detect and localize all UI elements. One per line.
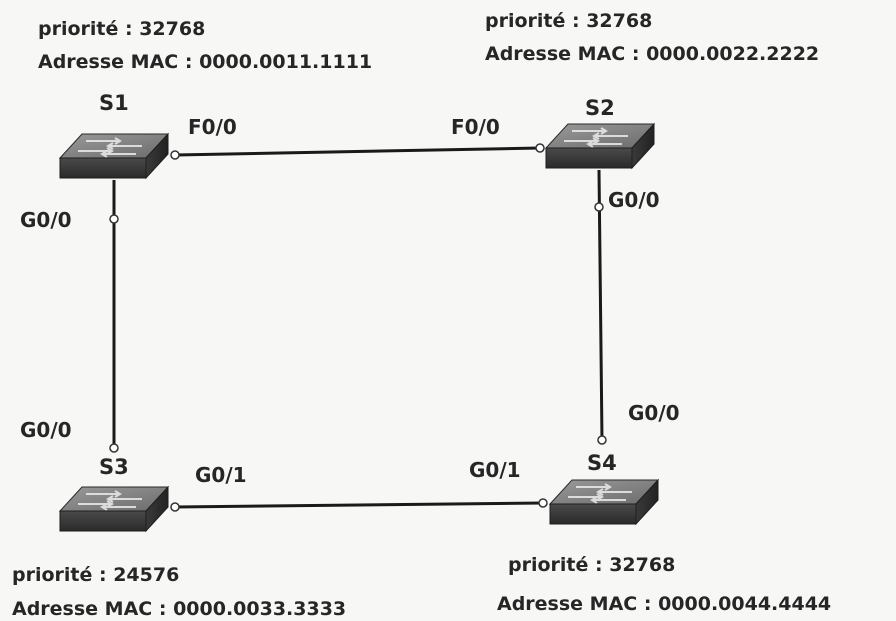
connector-s3-g00 xyxy=(109,443,119,453)
s3-name: S3 xyxy=(99,455,129,479)
port-label-s4-g00: G0/0 xyxy=(628,401,680,425)
s4-name: S4 xyxy=(587,451,617,475)
port-label-s1-g00: G0/0 xyxy=(20,208,72,232)
port-label-s3-g00: G0/0 xyxy=(20,418,72,442)
connector-s4-g01 xyxy=(538,498,548,508)
port-label-s1-f00: F0/0 xyxy=(188,115,237,139)
port-connectors xyxy=(109,143,607,512)
port-label-s2-g00: G0/0 xyxy=(608,188,660,212)
connector-s3-g01 xyxy=(170,502,180,512)
switch-s1[interactable] xyxy=(59,133,169,179)
link-s2-s4 xyxy=(597,169,604,441)
s1-name: S1 xyxy=(99,91,129,115)
switch-s3[interactable] xyxy=(59,486,169,532)
s4-mac-address: Adresse MAC : 0000.0044.4444 xyxy=(497,593,832,615)
s1-mac-address: Adresse MAC : 0000.0011.1111 xyxy=(38,51,373,73)
link-s3-s4 xyxy=(174,501,544,509)
link-s1-s2 xyxy=(174,146,541,157)
s2-name: S2 xyxy=(585,96,615,120)
port-label-s2-f00: F0/0 xyxy=(451,115,500,139)
switch-s4[interactable] xyxy=(549,479,659,525)
connector-s4-g00 xyxy=(597,435,607,445)
s2-priority: priorité : 32768 xyxy=(485,10,653,32)
s4-priority: priorité : 32768 xyxy=(508,554,676,576)
s3-mac-address: Adresse MAC : 0000.0033.3333 xyxy=(12,598,347,620)
s3-priority: priorité : 24576 xyxy=(12,564,180,586)
switch-s2[interactable] xyxy=(545,123,655,169)
connector-s1-g00 xyxy=(109,214,119,224)
s2-mac-address: Adresse MAC : 0000.0022.2222 xyxy=(485,43,820,65)
connector-s2-f00 xyxy=(535,143,545,153)
port-label-s3-g01: G0/1 xyxy=(195,463,247,487)
connector-s2-g00 xyxy=(594,202,604,212)
links xyxy=(112,146,604,509)
connector-s1-f00 xyxy=(170,150,180,160)
port-label-s4-g01: G0/1 xyxy=(469,458,521,482)
s1-priority: priorité : 32768 xyxy=(38,18,206,40)
